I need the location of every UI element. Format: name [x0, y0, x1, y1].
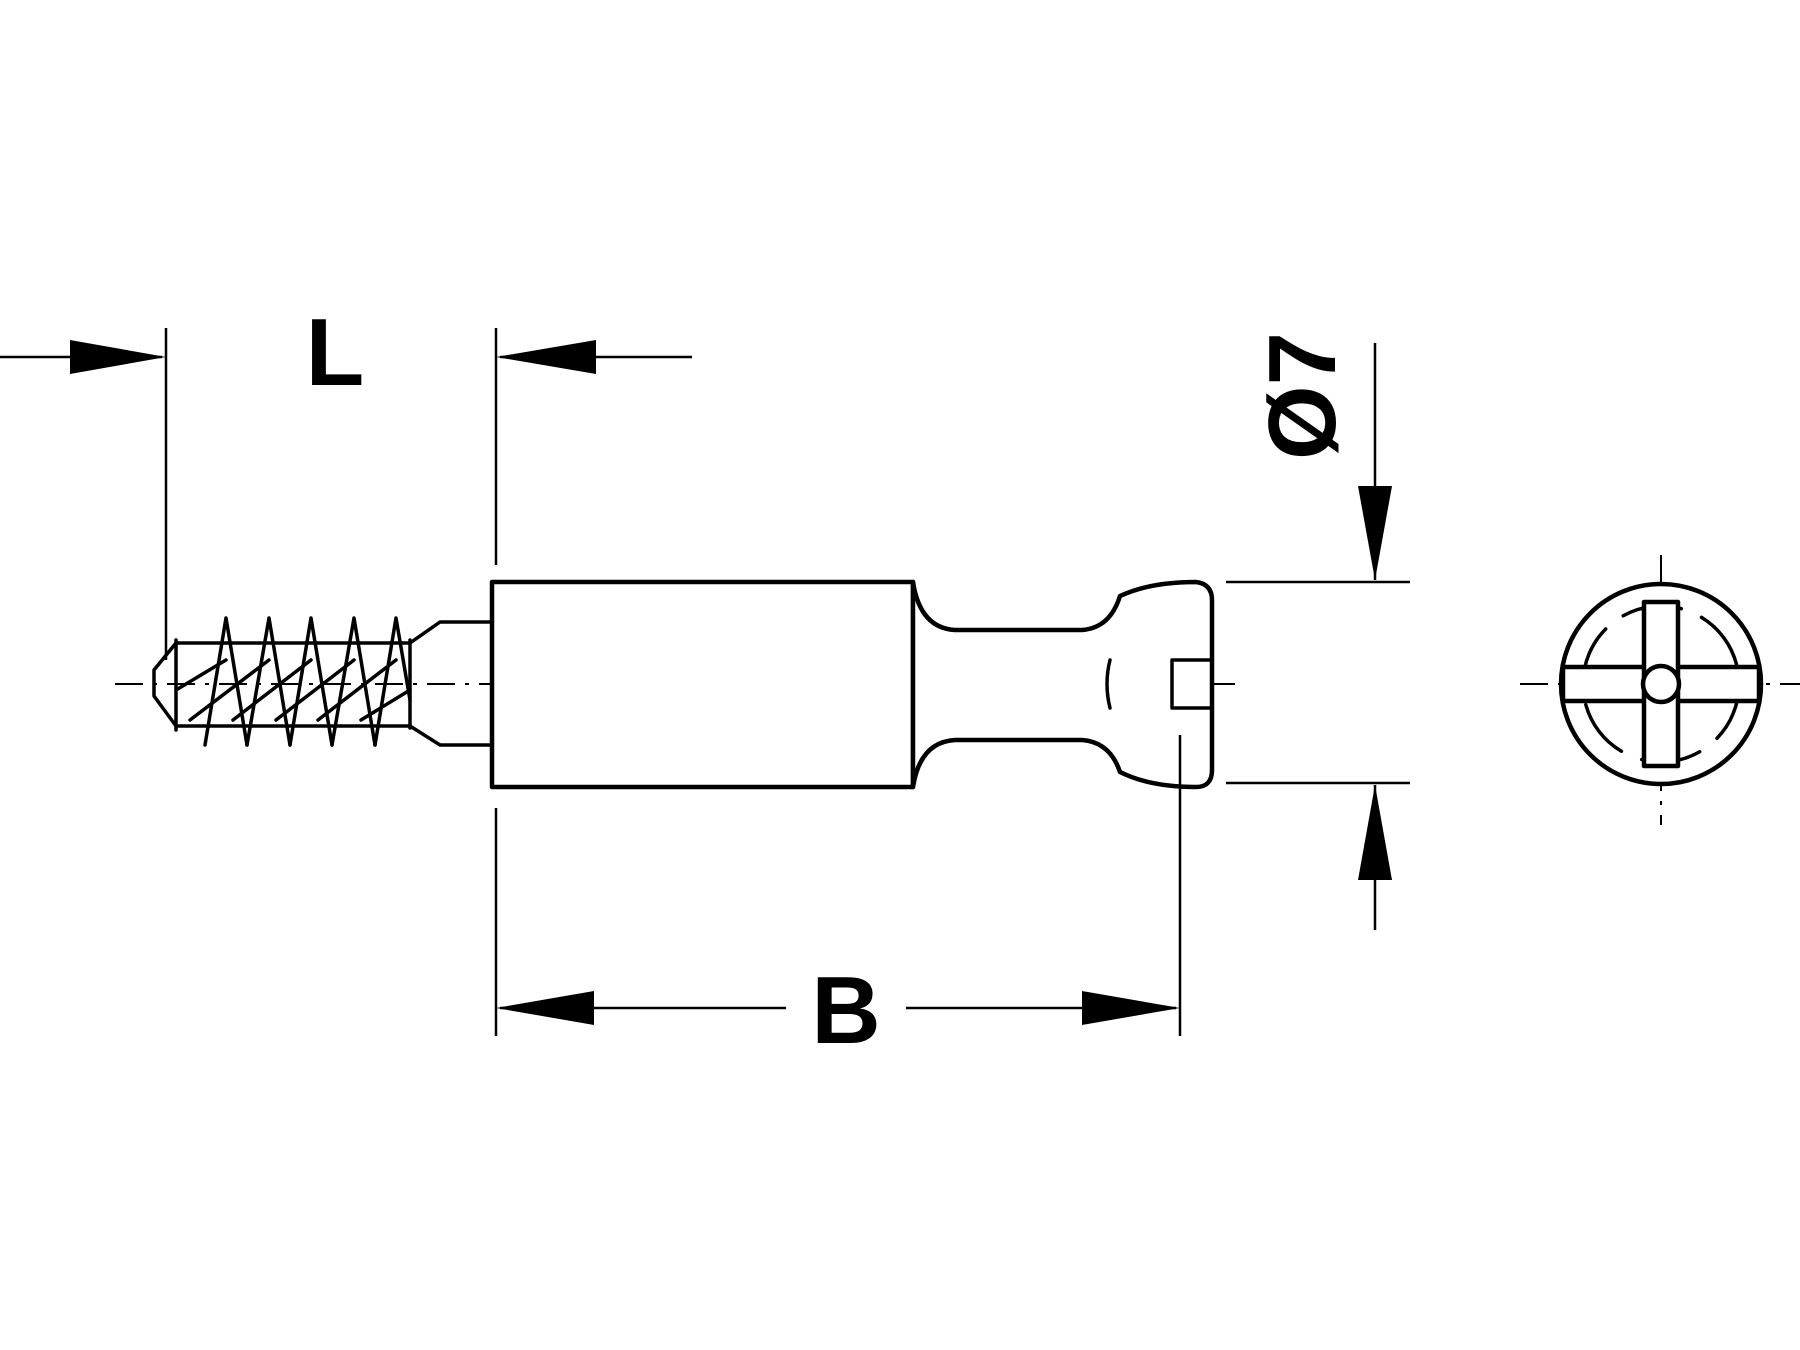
head-end-view	[1558, 581, 1764, 787]
dimension-label-diameter: Ø7	[1249, 332, 1356, 460]
dimension-label-B: B	[811, 957, 880, 1064]
dowel-neck-head	[910, 579, 1215, 790]
dimension-B: B	[494, 735, 1182, 1064]
dimension-label-L: L	[306, 299, 365, 406]
dimension-L: L	[0, 299, 692, 660]
dimension-diameter: Ø7	[1226, 332, 1410, 930]
screw-thread	[152, 616, 498, 747]
dowel-body	[489, 579, 916, 790]
